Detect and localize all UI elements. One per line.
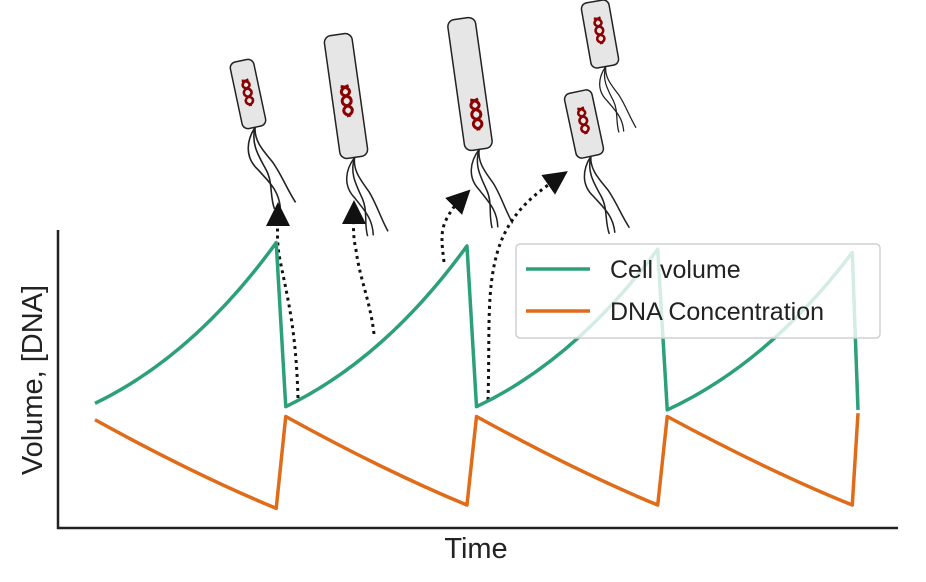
x-axis-label: Time xyxy=(444,533,507,565)
dotted-arrow-icon xyxy=(440,189,471,263)
bacterium-icon xyxy=(323,32,390,239)
series-layer xyxy=(94,240,860,511)
series-line-cell-volume xyxy=(94,240,860,412)
bacterium-icon xyxy=(447,16,514,231)
legend-box xyxy=(515,243,881,339)
bacteria-illustration xyxy=(229,0,637,239)
y-axis-label: Volume, [DNA] xyxy=(17,285,49,475)
legend-label-dna-concentration: DNA Concentration xyxy=(610,298,824,326)
dotted-arrow-icon xyxy=(486,171,568,401)
legend-label-cell-volume: Cell volume xyxy=(610,256,741,284)
dotted-arrow-icon xyxy=(265,202,300,399)
axes xyxy=(56,230,898,530)
series-line-dna-concentration xyxy=(94,413,860,511)
bacterium-icon xyxy=(580,0,637,135)
legend: Cell volume DNA Concentration xyxy=(515,243,881,339)
dotted-arrow-icon xyxy=(341,200,376,335)
dotted-arrows xyxy=(265,171,568,401)
bacterium-icon xyxy=(229,58,297,213)
bacterium-icon xyxy=(563,89,631,238)
